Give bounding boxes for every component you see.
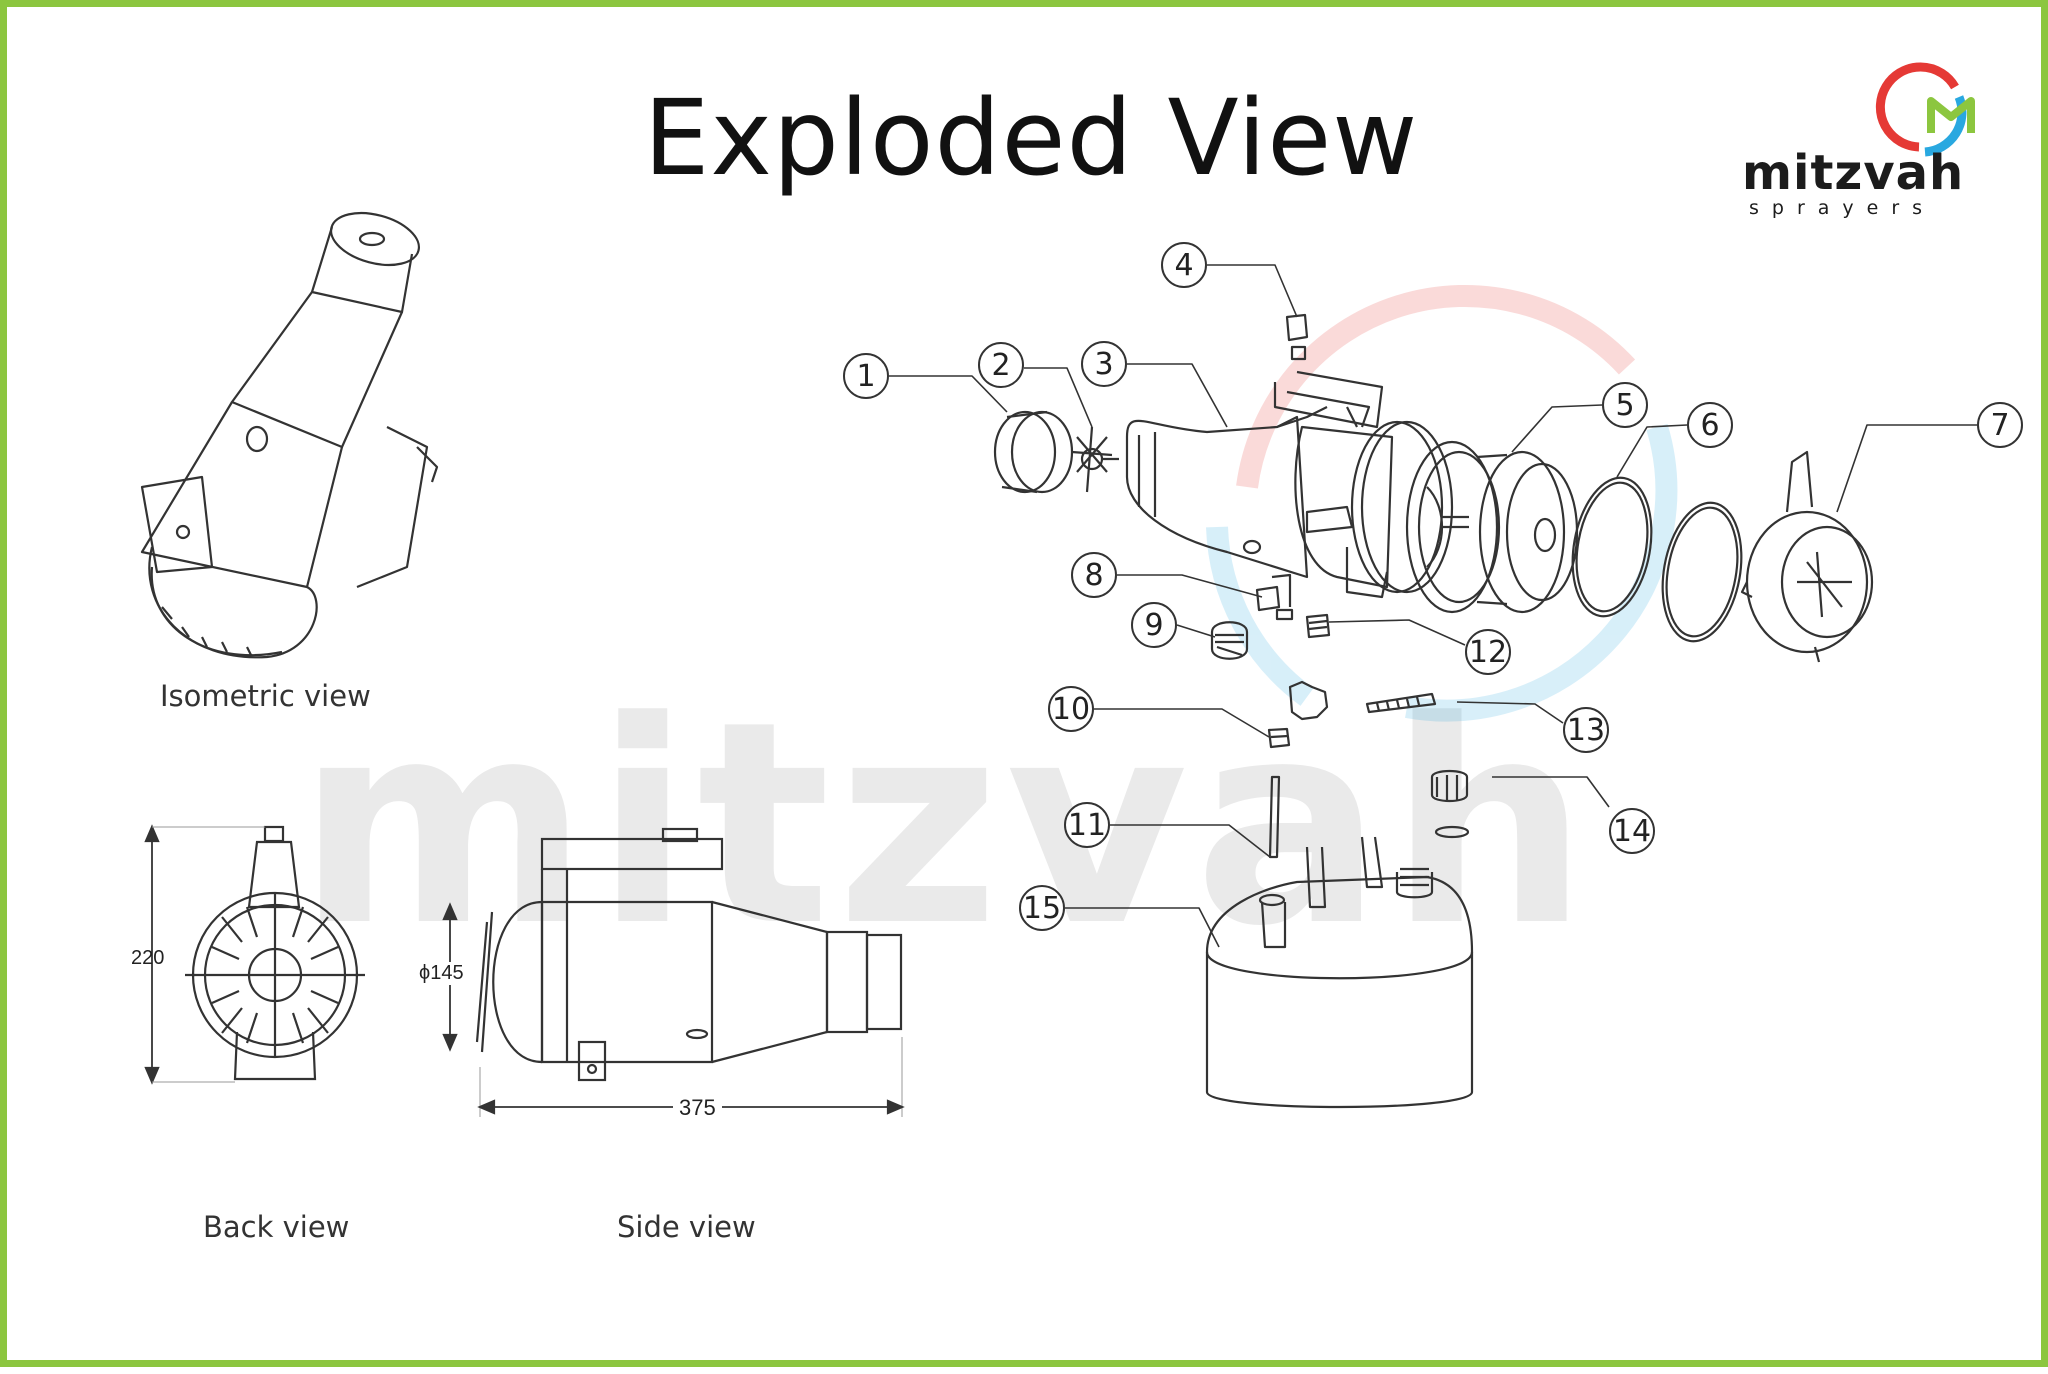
callout-7: 7 (1977, 402, 2023, 448)
part-14-cap (1430, 769, 1470, 839)
drawing-canvas (140, 62, 1977, 1117)
back-view-caption: Back view (203, 1210, 350, 1244)
length-dimension-label: 375 (673, 1095, 722, 1121)
part-15-tank (1205, 836, 1474, 1109)
back-view-drawing (144, 824, 365, 1085)
callout-leader-lines (889, 264, 1977, 948)
part-10-nipple (1267, 727, 1291, 749)
callout-10: 10 (1048, 686, 1094, 732)
isometric-view-caption: Isometric view (160, 679, 371, 713)
part-11-tube (1268, 775, 1281, 859)
callout-11: 11 (1064, 802, 1110, 848)
part-1-front-ring (993, 410, 1074, 494)
callout-3: 3 (1081, 341, 1127, 387)
brand-watermark: mitzvah (297, 662, 1595, 988)
callout-15: 15 (1019, 885, 1065, 931)
callout-14: 14 (1609, 808, 1655, 854)
callout-6: 6 (1687, 402, 1733, 448)
part-2-impeller (1071, 426, 1119, 493)
part-3-main-housing (1125, 370, 1454, 599)
background-logo-ring (1206, 284, 1678, 722)
part-4-top-fitting (1285, 313, 1309, 361)
part-5-fan-cover (1405, 440, 1579, 614)
callout-9: 9 (1131, 602, 1177, 648)
height-dimension-label: 220 (131, 947, 165, 969)
part-9-fitting (1210, 621, 1249, 660)
callout-12: 12 (1465, 629, 1511, 675)
part-6-gaskets (1571, 476, 1743, 643)
callout-13: 13 (1563, 707, 1609, 753)
callout-2: 2 (978, 342, 1024, 388)
part-12-fitting (1305, 613, 1331, 639)
callout-5: 5 (1602, 382, 1648, 428)
brand-tagline: sprayers (1749, 197, 1936, 219)
isometric-view-drawing (140, 211, 439, 659)
part-8-valve-elbow (1255, 573, 1294, 621)
diameter-dimension-label: ϕ145 (419, 962, 464, 985)
side-view-drawing (442, 827, 905, 1117)
exploded-assembly-drawing (889, 264, 1977, 1109)
callout-4: 4 (1161, 242, 1207, 288)
part-7-rear-cover (1740, 450, 1874, 663)
brand-logo-icon (1875, 62, 1975, 157)
page-title: Exploded View (643, 77, 1419, 199)
callout-1: 1 (843, 353, 889, 399)
part-13-knob-bolt (1288, 680, 1437, 721)
callout-8: 8 (1071, 552, 1117, 598)
side-view-caption: Side view (617, 1210, 756, 1244)
brand-name: mitzvah (1742, 145, 1965, 201)
